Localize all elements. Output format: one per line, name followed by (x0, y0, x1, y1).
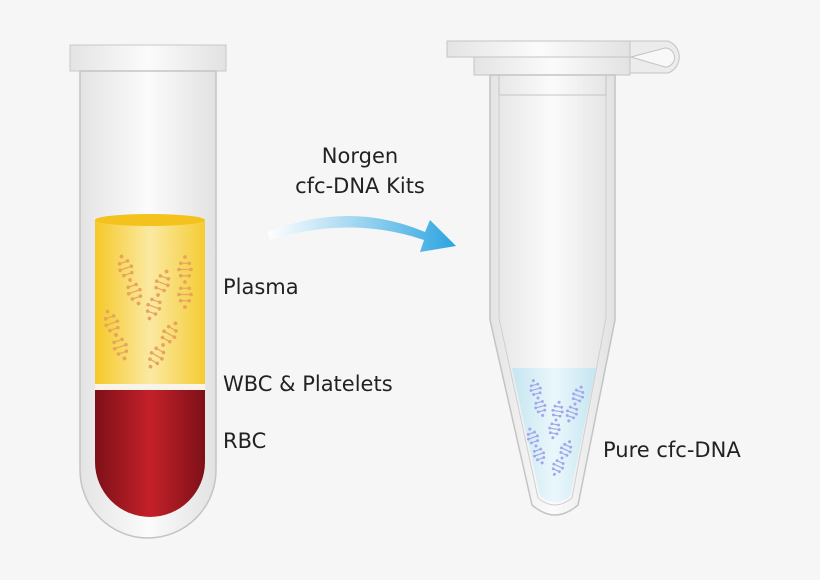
eluate-dna-group (526, 379, 585, 476)
arrow-title-line1: Norgen (321, 144, 399, 168)
plasma-surface (95, 214, 205, 226)
dna-icon (526, 427, 546, 465)
dna-eluate (512, 368, 596, 502)
plasma-layer (95, 220, 205, 384)
microcentrifuge-tube (446, 40, 680, 516)
dna-icon (145, 269, 171, 321)
wbc-platelets-layer (95, 384, 205, 390)
tube-lid (446, 40, 631, 58)
plasma-label: Plasma (223, 275, 299, 299)
arrow-title: Norgen cfc-DNA Kits (250, 144, 470, 198)
blood-collection-tube (69, 44, 227, 539)
pure-cfc-dna-label: Pure cfc-DNA (603, 438, 741, 462)
wbc-platelets-label: WBC & Platelets (223, 372, 393, 396)
process-arrow (268, 216, 456, 252)
tube-cap (69, 44, 227, 72)
arrow-title-line2: cfc-DNA Kits (295, 174, 425, 198)
dna-icon (148, 321, 178, 369)
rbc-label: RBC (223, 429, 267, 453)
plasma-dna-group (103, 254, 193, 369)
tube-rim (473, 56, 631, 76)
dna-icon (551, 440, 573, 476)
dna-icon (117, 254, 143, 306)
dna-icon (548, 400, 564, 440)
dna-icon (565, 385, 585, 423)
rbc-layer (95, 390, 205, 517)
dna-icon (177, 255, 193, 309)
dna-icon (103, 309, 129, 361)
dna-icon (529, 379, 547, 417)
